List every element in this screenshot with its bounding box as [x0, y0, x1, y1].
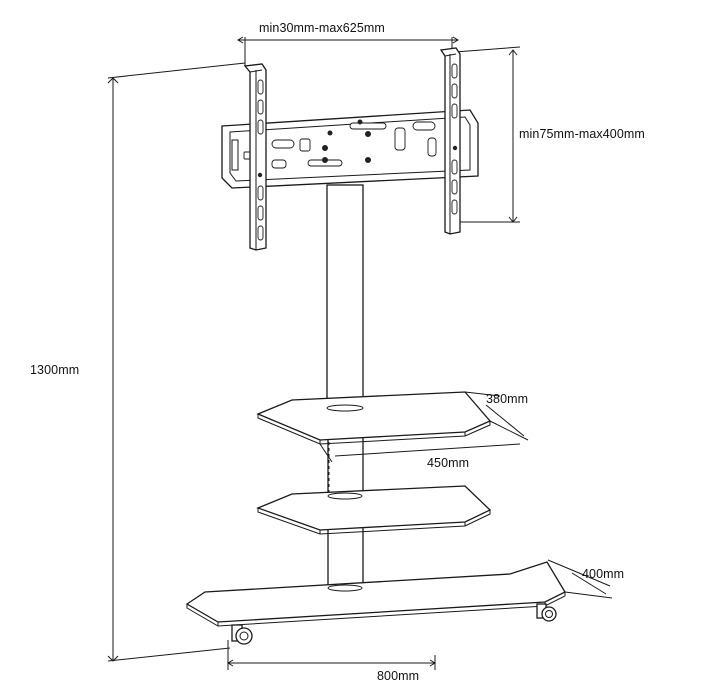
- front-left-caster: [231, 624, 253, 645]
- middle-shelf: [256, 485, 492, 535]
- base-depth-dimension: [547, 559, 613, 599]
- right-mount-arm: [439, 47, 461, 235]
- shelf-width-label: 450mm: [427, 456, 470, 470]
- shelf-depth-dimension: [464, 391, 529, 441]
- base-width-label: 800mm: [377, 669, 420, 683]
- vesa-width-label: min30mm-max625mm: [259, 21, 385, 35]
- base-width-dimension: [227, 640, 436, 670]
- vesa-width-dimension: [237, 36, 459, 66]
- shelf-depth-label: 380mm: [486, 392, 529, 406]
- rear-right-caster: [536, 603, 557, 622]
- center-pole: [326, 184, 364, 591]
- vesa-height-label: min75mm-max400mm: [519, 127, 645, 141]
- left-mount-arm: [243, 63, 267, 251]
- total-height-label: 1300mm: [30, 363, 80, 377]
- total-height-dimension: [107, 62, 246, 662]
- base-depth-label: 400mm: [582, 567, 625, 581]
- upper-shelf: [256, 391, 492, 445]
- base-plate: [185, 561, 566, 627]
- vesa-height-dimension: [454, 46, 521, 223]
- shelf-width-dimension: [319, 443, 521, 463]
